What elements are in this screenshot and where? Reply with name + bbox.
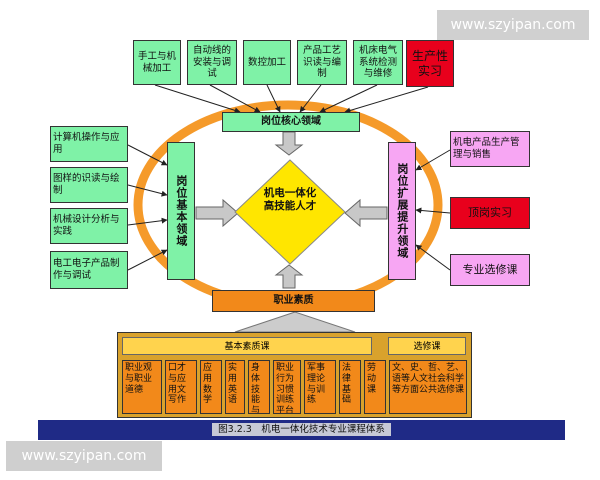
core-area-bar: 岗位核心领域 xyxy=(222,112,360,132)
course-speech-writing: 口才与应用文写作 xyxy=(165,360,197,414)
quality-bar: 职业素质 xyxy=(212,290,375,312)
course-physical-training: 身体技能与体育训练 xyxy=(248,360,270,414)
center-label: 机电一体化高技能人才 xyxy=(263,187,317,213)
watermark-bottom: www.szyipan.com xyxy=(6,441,162,471)
box-manual-machining: 手工与机械加工 xyxy=(133,40,181,85)
box-machine-electric: 机床电气系统检测与维修 xyxy=(353,40,403,85)
box-electronics: 电工电子产品制作与调试 xyxy=(50,251,128,289)
box-mechanical-design: 机械设计分析与实践 xyxy=(50,208,128,244)
box-drawing-reading: 图样的识读与绘制 xyxy=(50,167,128,203)
course-practical-english: 实用英语 xyxy=(225,360,245,414)
course-military: 军事理论与训练 xyxy=(304,360,336,414)
box-elective-courses: 专业选修课 xyxy=(450,254,530,286)
course-professional-ethics: 职业观与职业道德 xyxy=(122,360,162,414)
caption-text: 图3.2.3 机电一体化技术专业课程体系 xyxy=(38,420,565,440)
box-cnc: 数控加工 xyxy=(243,40,291,85)
box-process-reading: 产品工艺识读与编制 xyxy=(297,40,347,85)
box-automation-line: 自动线的安装与调试 xyxy=(187,40,237,85)
course-labor: 劳动课 xyxy=(364,360,386,414)
extend-area-bar: 岗位扩展提升领域 xyxy=(388,142,416,280)
box-computer-operation: 计算机操作与应用 xyxy=(50,126,128,162)
quality-triangle xyxy=(234,311,356,333)
box-production-internship: 生产性实习 xyxy=(406,40,454,87)
box-on-job-internship: 顶岗实习 xyxy=(450,197,530,229)
course-law: 法律基础 xyxy=(339,360,361,414)
course-behavior-training: 职业行为习惯训练平台 xyxy=(273,360,301,414)
course-applied-math: 应用数学 xyxy=(200,360,222,414)
watermark-top: www.szyipan.com xyxy=(437,10,589,40)
course-humanities-electives: 文、史、哲、艺、语等人文社会科学等方面公共选修课 xyxy=(389,360,467,414)
basic-courses-header: 基本素质课 xyxy=(122,337,372,355)
box-product-management: 机电产品生产管理与销售 xyxy=(450,131,530,167)
center-diamond xyxy=(234,159,346,265)
elective-header: 选修课 xyxy=(388,337,466,355)
basic-area-bar: 岗位基本领域 xyxy=(167,142,195,280)
